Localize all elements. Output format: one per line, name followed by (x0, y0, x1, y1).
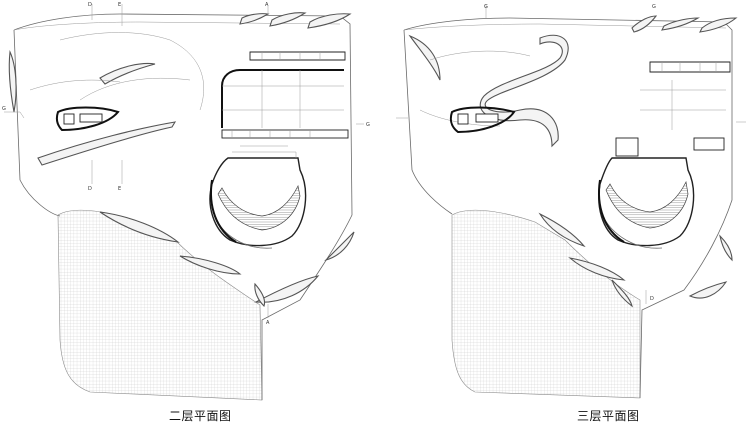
main-hall-outline (221, 69, 344, 128)
section-marker-a-bottom: A (266, 320, 270, 326)
second-floor-plan: D E A G G D E A (2, 2, 370, 401)
facade-lattice (451, 209, 641, 399)
s-ribbon-walkway (479, 34, 569, 148)
third-floor-caption: 三层平面图 (577, 409, 640, 423)
second-floor-caption: 二层平面图 (169, 409, 232, 423)
section-marker-d-bottom: D (88, 186, 92, 192)
section-marker-e-bottom: E (118, 186, 121, 192)
building-outline (403, 17, 733, 399)
section-marker-a-top: A (265, 2, 269, 8)
section-marker-e-top: E (118, 2, 121, 8)
section-marker-d-bottom: D (650, 296, 654, 302)
third-floor-plan: G G D (396, 4, 746, 399)
section-marker-g-top: G (484, 4, 488, 10)
section-marker-g-right: G (366, 122, 370, 128)
section-marker-g-left: G (2, 106, 6, 112)
section-marker-d-top: D (88, 2, 92, 8)
section-marker-g-right: G (652, 4, 656, 10)
